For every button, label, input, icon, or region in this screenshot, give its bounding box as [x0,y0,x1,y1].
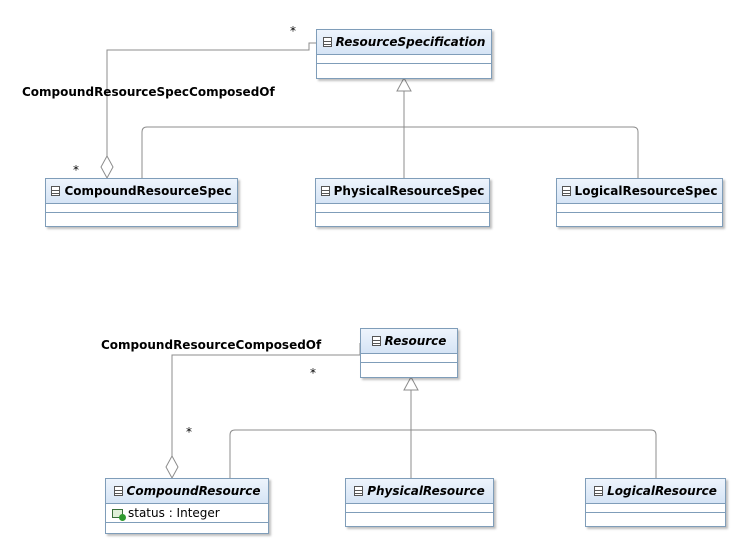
generalization-line [141,126,639,178]
class-icon [113,486,123,496]
aggregation-diamond [165,454,179,480]
operations-compartment [586,513,725,522]
class-compound-resource[interactable]: CompoundResource status : Integer [105,478,269,534]
class-name: Resource [384,334,447,348]
class-header: PhysicalResource [346,479,493,504]
class-name: LogicalResourceSpec [574,184,718,198]
class-header: CompoundResourceSpec [46,179,237,204]
operations-compartment [106,523,268,532]
aggregation-line [171,343,361,456]
attributes-compartment [557,204,722,213]
class-name: PhysicalResourceSpec [333,184,485,198]
attribute-icon [112,508,126,521]
class-logical-resource-spec[interactable]: LogicalResourceSpec [556,178,723,227]
multiplicity-label: * [73,163,79,177]
attributes-compartment [346,504,493,513]
association-name: CompoundResourceSpecComposedOf [22,85,275,99]
class-header: PhysicalResourceSpec [316,179,489,204]
class-compound-resource-spec[interactable]: CompoundResourceSpec [45,178,238,227]
operations-compartment [346,513,493,522]
generalization-arrowhead [396,76,412,92]
class-icon [561,186,571,196]
class-icon [354,486,364,496]
class-name: CompoundResource [126,484,261,498]
class-name: LogicalResource [607,484,717,498]
class-header: ResourceSpecification [317,30,491,55]
class-icon [594,486,604,496]
class-header: Resource [361,329,457,354]
attributes-compartment [361,354,457,363]
operations-compartment [46,213,237,222]
operations-compartment [557,213,722,222]
attribute-label: status : Integer [128,506,220,520]
attributes-compartment [316,204,489,213]
class-logical-resource[interactable]: LogicalResource [585,478,726,527]
multiplicity-label: * [290,24,296,38]
association-name: CompoundResourceComposedOf [101,338,322,352]
class-resource-specification[interactable]: ResourceSpecification [316,29,492,79]
multiplicity-label: * [310,366,316,380]
class-icon [322,37,332,47]
class-icon [320,186,330,196]
aggregation-line [106,42,316,156]
class-icon [371,336,381,346]
multiplicity-label: * [186,425,192,439]
class-header: LogicalResourceSpec [557,179,722,204]
class-header: LogicalResource [586,479,725,504]
attribute-row[interactable]: status : Integer [106,504,268,522]
operations-compartment [361,363,457,372]
class-resource[interactable]: Resource [360,328,458,378]
attributes-compartment: status : Integer [106,504,268,523]
class-physical-resource-spec[interactable]: PhysicalResourceSpec [315,178,490,227]
class-icon [51,186,61,196]
class-name: PhysicalResource [367,484,485,498]
generalization-line [229,429,657,478]
class-header: CompoundResource [106,479,268,504]
generalization-arrowhead [403,375,419,391]
attributes-compartment [317,55,491,64]
class-physical-resource[interactable]: PhysicalResource [345,478,494,527]
aggregation-diamond [100,154,114,180]
operations-compartment [316,213,489,222]
class-name: CompoundResourceSpec [64,184,232,198]
attributes-compartment [586,504,725,513]
operations-compartment [317,64,491,73]
attributes-compartment [46,204,237,213]
class-name: ResourceSpecification [335,35,486,49]
